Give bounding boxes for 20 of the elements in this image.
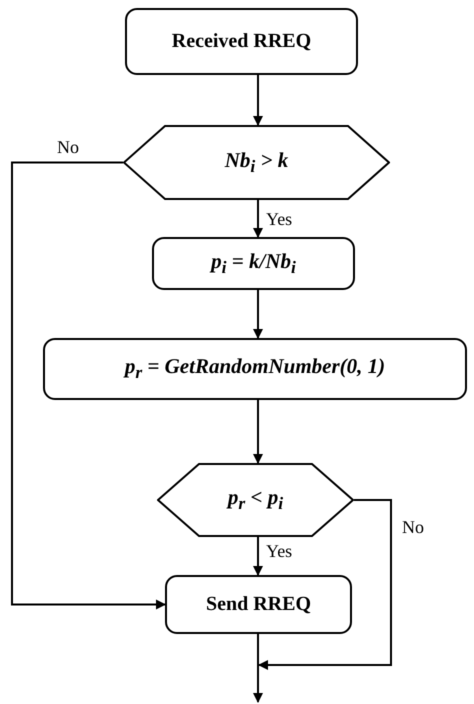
start-box <box>125 8 358 75</box>
process-box <box>165 575 352 634</box>
arrow <box>258 499 392 670</box>
arrow <box>253 400 263 464</box>
formula-text: p$_{r}$ < p$_{i}$ <box>228 485 284 515</box>
node-text: Send RREQ <box>206 593 312 616</box>
formula-text: p$_{i}$ = k/Nb$_{i}$ <box>211 248 296 278</box>
decision-hexagon <box>157 463 354 537</box>
process-box <box>152 237 355 290</box>
arrow <box>253 537 263 576</box>
arrow <box>253 290 263 339</box>
arrow <box>253 75 263 126</box>
arrow <box>11 162 166 610</box>
arrow <box>253 200 263 238</box>
formula-text: Nb$_{i}$ > k <box>224 148 288 178</box>
formula-text: p$_{r}$ = GetRandomNumber(0, 1) <box>124 354 386 384</box>
arrow <box>253 634 263 703</box>
process-box <box>43 338 467 400</box>
decision-hexagon <box>123 125 390 200</box>
node-text: Received RREQ <box>172 30 312 53</box>
